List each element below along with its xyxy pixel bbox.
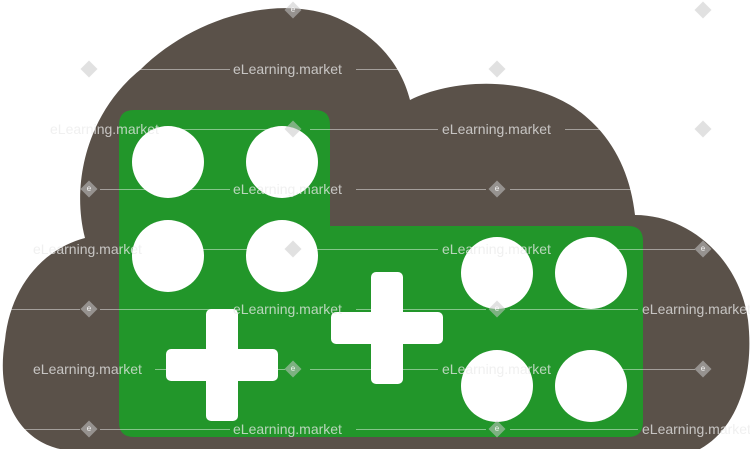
circle-hole-icon (461, 237, 533, 309)
circle-hole-icon (132, 126, 204, 198)
circle-hole-icon (555, 237, 627, 309)
circle-hole-icon (461, 350, 533, 422)
circle-hole-icon (555, 350, 627, 422)
plus-icon (166, 309, 278, 421)
circle-hole-icon (246, 126, 318, 198)
circle-hole-icon (246, 220, 318, 292)
circle-hole-icon (132, 220, 204, 292)
plus-icon (331, 272, 443, 384)
circle-holes (132, 126, 627, 422)
